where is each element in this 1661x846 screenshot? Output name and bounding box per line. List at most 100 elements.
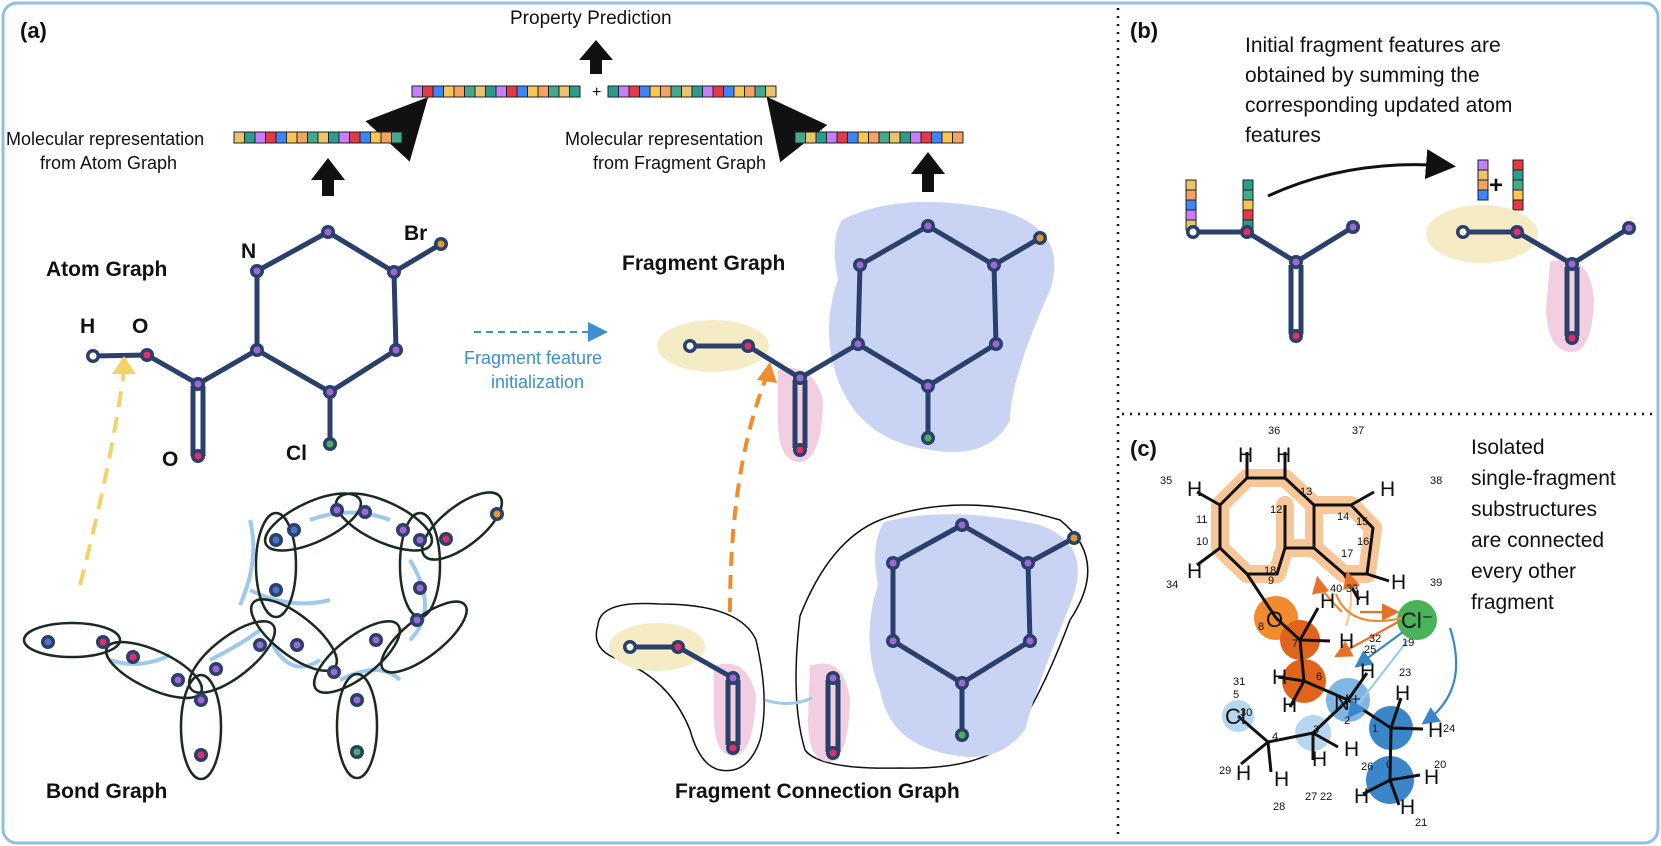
vector-cell <box>422 85 434 98</box>
graph-node-core <box>390 268 398 276</box>
vector-cell <box>411 85 423 98</box>
atom-index: 5 <box>1233 689 1239 701</box>
atom-index: 11 <box>1196 514 1207 526</box>
vector-cell <box>1185 199 1197 211</box>
panel-c-text-line6: fragment <box>1471 591 1554 614</box>
vector-cell <box>815 131 827 144</box>
graph-node-core <box>197 751 205 759</box>
graph-node-core <box>854 340 862 348</box>
vector-cell <box>899 131 911 144</box>
vector-cell <box>889 131 901 144</box>
atom-index: 32 <box>1369 633 1381 645</box>
hydrogen-label: H <box>1360 660 1375 683</box>
atom-label-O-top: O <box>132 315 148 338</box>
vector-cell <box>265 131 277 144</box>
atom-index: 39 <box>1430 577 1442 589</box>
graph-node-core <box>256 641 264 649</box>
arrow-atom-to-combined <box>365 97 429 162</box>
fragment-graph-nodes <box>683 219 1047 457</box>
panel-c-interaction-arrows <box>1311 570 1458 725</box>
atom-index: 29 <box>1219 765 1231 777</box>
hydrogen-label: H <box>1354 785 1369 808</box>
graph-node-core <box>290 526 298 534</box>
fragment-init-line1: Fragment feature <box>464 348 602 368</box>
label-cl-minus: Cl⁻ <box>1401 608 1433 633</box>
hydrogen-label: H <box>1187 560 1202 583</box>
bond-node-ellipse <box>263 492 363 552</box>
vector-cell <box>1512 169 1524 181</box>
hydrogen-label: H <box>1380 478 1395 501</box>
vector-cell <box>391 131 403 144</box>
vector-cell <box>649 85 661 98</box>
vector-sum-right <box>1512 159 1524 211</box>
vector-cell <box>443 85 455 98</box>
panel-b-text-line1: Initial fragment features are <box>1245 34 1501 57</box>
arrow-bond-to-atom-head <box>112 356 136 374</box>
vector-cell <box>1512 199 1524 211</box>
graph-node-core <box>796 446 804 454</box>
sum-plus-icon: + <box>1489 172 1503 199</box>
atom-index: 24 <box>1443 723 1455 735</box>
atom-index: 28 <box>1273 801 1285 813</box>
vector-cell <box>432 85 444 98</box>
graph-node-core <box>729 674 737 682</box>
vector-cell <box>1512 159 1524 171</box>
graph-node-core <box>143 351 151 359</box>
atom-index: 40 <box>1330 583 1342 595</box>
atom-index: 37 <box>1352 425 1364 437</box>
bond-graph-ellipses <box>22 491 504 781</box>
atom-index: 4 <box>1272 731 1278 743</box>
atom-index: 8 <box>1258 621 1264 633</box>
graph-node-core <box>1292 258 1300 266</box>
hydrogen-label: H <box>1339 630 1354 653</box>
atom-index: 22 <box>1320 791 1332 803</box>
hydrogen-label: H <box>1391 571 1406 594</box>
graph-node-core <box>729 744 737 752</box>
vector-cell <box>702 85 714 98</box>
vector-cell <box>359 131 371 144</box>
graph-node-core <box>416 536 424 544</box>
hydrogen-label: H <box>1395 682 1410 705</box>
fragment-connection-graph-title: Fragment Connection Graph <box>675 780 960 803</box>
arrow-sum-features <box>1267 149 1456 198</box>
bond-node-ellipse <box>22 621 122 659</box>
property-prediction-label: Property Prediction <box>510 8 672 29</box>
graph-node-core <box>493 510 501 518</box>
graph-node-core <box>992 340 1000 348</box>
atom-index: 25 <box>1364 644 1376 656</box>
vector-cell <box>464 85 476 98</box>
panel-b-blob-CO <box>1546 259 1594 352</box>
graph-node-core <box>1070 534 1078 542</box>
vector-cell <box>607 85 619 98</box>
atom-label-H: H <box>80 315 95 338</box>
fragment-graph-title: Fragment Graph <box>622 252 785 275</box>
plus-sign: + <box>592 84 601 101</box>
graph-node-core <box>1036 234 1044 242</box>
label-o-atom: O <box>1266 607 1283 632</box>
graph-node-core <box>674 643 682 651</box>
label-n-plus: N⁺ <box>1334 690 1362 715</box>
vector-cell <box>317 131 329 144</box>
mol-rep-frag-line1: Molecular representation <box>565 129 763 149</box>
graph-node-core <box>333 506 341 514</box>
vector-cell <box>370 131 382 144</box>
atom-label-Cl: Cl <box>286 442 307 465</box>
atom-index: 9 <box>1268 575 1274 587</box>
vector-cell <box>660 85 672 98</box>
hydrogen-label: H <box>1236 762 1251 785</box>
graph-node-core <box>353 748 361 756</box>
atom-label-N: N <box>241 240 256 263</box>
atom-index: 6 <box>1316 671 1322 683</box>
vector-cell <box>1242 199 1254 211</box>
graph-node-core <box>330 668 338 676</box>
graph-node-core <box>1625 224 1633 232</box>
vector-cell <box>805 131 817 144</box>
vector-cell <box>910 131 922 144</box>
bond-graph-title: Bond Graph <box>46 780 167 803</box>
graph-node-core <box>361 508 369 516</box>
atom-index: 1 <box>1372 723 1378 735</box>
arrow-connection-to-fragment <box>728 377 768 613</box>
vector-cell <box>1185 209 1197 221</box>
